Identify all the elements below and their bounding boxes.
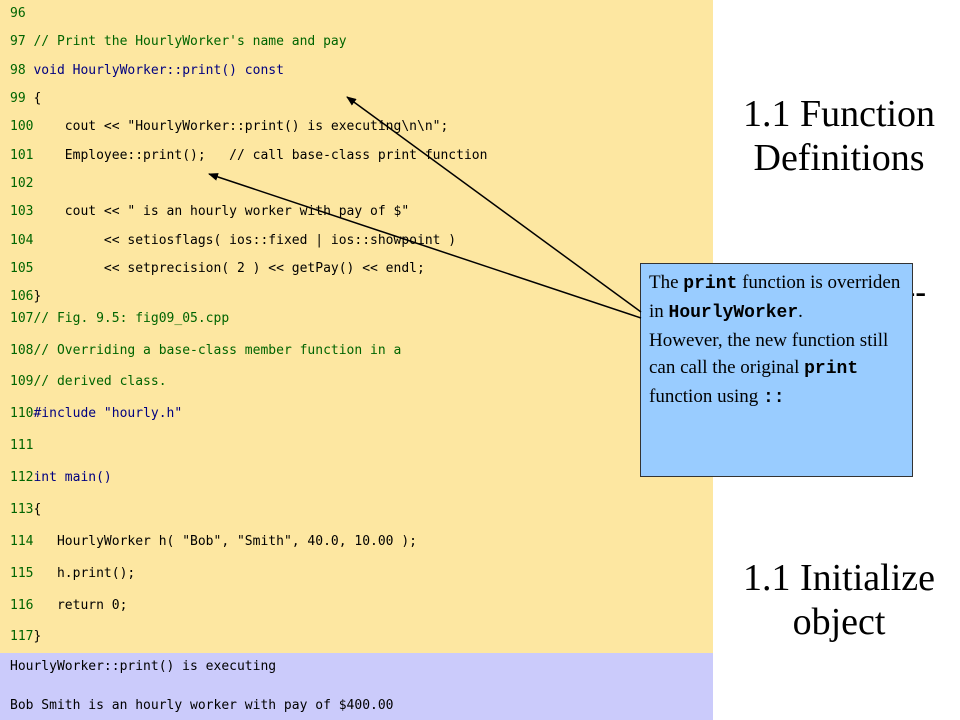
code-line: 108// Overriding a base-class member fun… — [10, 343, 402, 358]
code-line: 105 << setprecision( 2 ) << getPay() << … — [10, 261, 425, 276]
heading-function-definitions: 1.1 Function Definitions — [718, 92, 960, 180]
code-line: 103 cout << " is an hourly worker with p… — [10, 204, 410, 219]
callout-paragraph-1: The print function is overriden in Hourl… — [649, 272, 901, 323]
code-line: 104 << setiosflags( ios::fixed | ios::sh… — [10, 233, 457, 248]
code-line: 113{ — [10, 502, 42, 517]
code-line: 102 — [10, 176, 34, 191]
code-line: 99 { — [10, 91, 42, 106]
heading-line: 1.1 Function — [742, 93, 936, 135]
heading-line: Definitions — [753, 137, 925, 179]
code-line: 111 — [10, 438, 34, 453]
code-line: 116 return 0; — [10, 598, 128, 613]
program-output-panel: HourlyWorker::print() is executing Bob S… — [0, 653, 713, 720]
code-line: 97 // Print the HourlyWorker's name and … — [10, 34, 347, 49]
code-line: 96 — [10, 6, 26, 21]
code-panel: 96 97 // Print the HourlyWorker's name a… — [0, 0, 713, 653]
callout-paragraph-2: However, the new function still can call… — [649, 330, 889, 408]
callout-box: The print function is overriden in Hourl… — [640, 263, 913, 477]
code-line: 100 cout << "HourlyWorker::print() is ex… — [10, 119, 449, 134]
heading-line: 1.1 Initialize — [742, 557, 936, 599]
code-line: 106} — [10, 289, 42, 304]
heading-initialize-object: 1.1 Initialize object — [718, 556, 960, 644]
code-line: 107// Fig. 9.5: fig09_05.cpp — [10, 311, 230, 326]
code-line: 110#include "hourly.h" — [10, 406, 183, 421]
output-line: Bob Smith is an hourly worker with pay o… — [10, 698, 394, 713]
code-line: 109// derived class. — [10, 374, 167, 389]
code-line: 112int main() — [10, 470, 112, 485]
output-line: HourlyWorker::print() is executing — [10, 659, 277, 674]
code-line: 114 HourlyWorker h( "Bob", "Smith", 40.0… — [10, 534, 417, 549]
code-line: 98 void HourlyWorker::print() const — [10, 63, 284, 78]
code-line: 101 Employee::print(); // call base-clas… — [10, 148, 488, 163]
heading-line: object — [792, 601, 886, 643]
code-line: 117} — [10, 629, 42, 644]
code-line: 115 h.print(); — [10, 566, 136, 581]
